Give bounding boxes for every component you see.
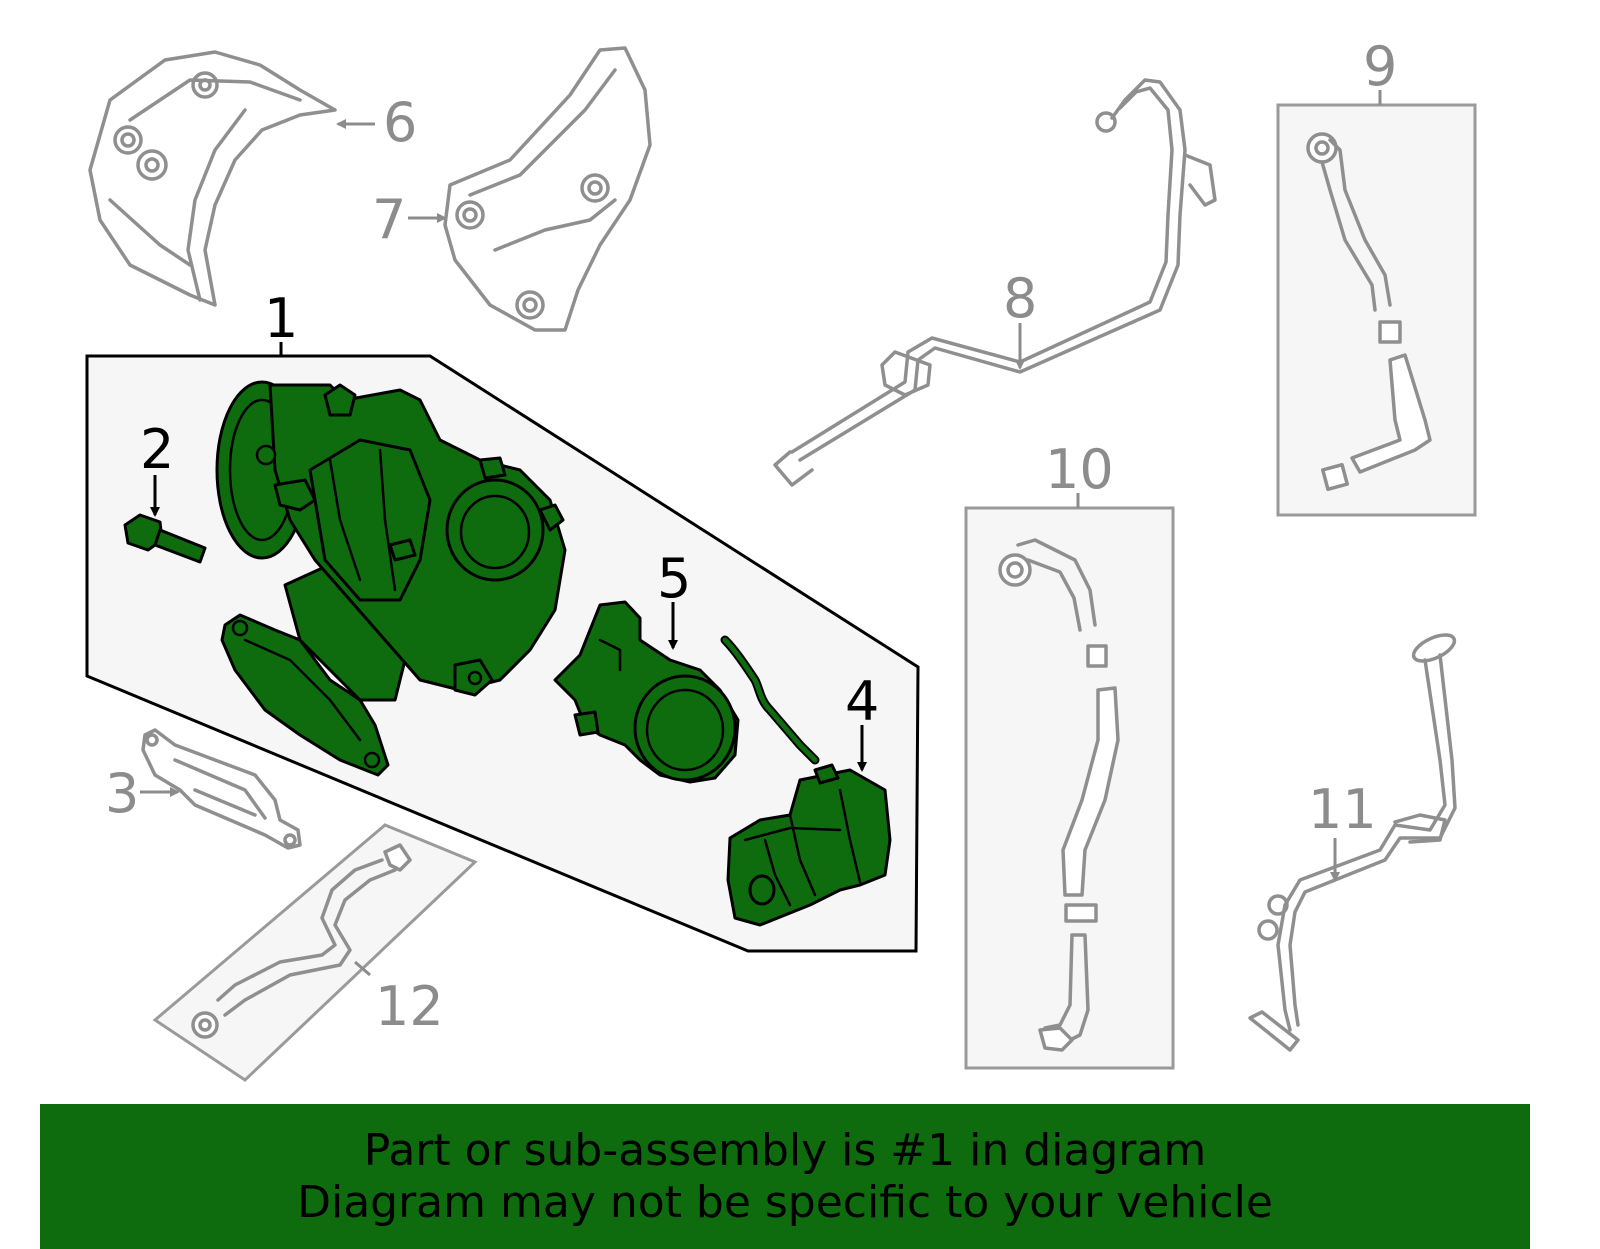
footer-banner-bg	[40, 1104, 1530, 1249]
bolt-2[interactable]	[123, 513, 207, 564]
footer-line-1: Part or sub-assembly is #1 in diagram	[363, 1124, 1207, 1176]
callout-8: 8	[1003, 267, 1037, 330]
callout-7: 7	[372, 188, 406, 251]
turbocharger-1[interactable]	[215, 380, 567, 777]
actuator-4[interactable]	[720, 635, 892, 927]
coolant-pipe-12[interactable]	[152, 823, 478, 1082]
callout-1: 1	[264, 287, 298, 350]
callout-3: 3	[105, 762, 139, 825]
oil-return-11[interactable]	[1248, 630, 1458, 1052]
callout-4: 4	[845, 670, 879, 733]
gasket-3[interactable]	[141, 728, 302, 850]
hose-kit-9[interactable]	[1276, 103, 1477, 517]
valve-body-5[interactable]	[553, 600, 740, 784]
callout-11: 11	[1308, 778, 1377, 841]
callout-10: 10	[1045, 438, 1114, 501]
callout-12: 12	[375, 975, 444, 1038]
oil-line-8[interactable]	[773, 78, 1217, 487]
heat-shield-7[interactable]	[443, 46, 652, 332]
callout-5: 5	[657, 547, 691, 610]
hose-kit-10[interactable]	[964, 506, 1175, 1070]
footer-line-2: Diagram may not be specific to your vehi…	[297, 1176, 1273, 1228]
callout-6: 6	[383, 91, 417, 154]
footer-banner: Part or sub-assembly is #1 in diagram Di…	[40, 1104, 1530, 1249]
heat-shield-6[interactable]	[88, 50, 337, 307]
callout-9: 9	[1363, 35, 1397, 98]
callout-2: 2	[140, 418, 174, 481]
